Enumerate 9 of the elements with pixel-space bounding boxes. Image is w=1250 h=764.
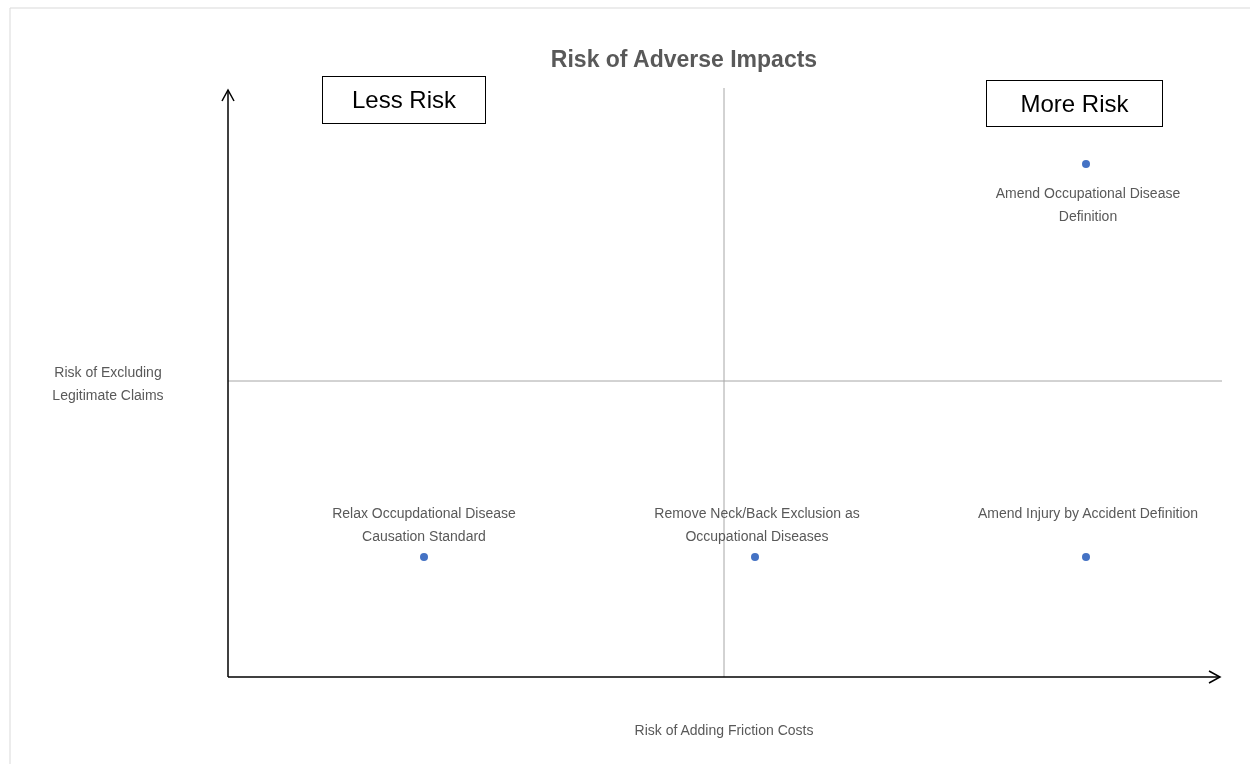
data-point-label: Remove Neck/Back Exclusion as Occupational Diseases xyxy=(653,504,861,546)
data-point-label: Relax Occupdational Disease Causation Standard xyxy=(331,504,517,546)
data-point-label: Amend Injury by Accident Definition xyxy=(976,504,1200,523)
quadrant-label-box: More Risk xyxy=(986,80,1163,127)
data-point-label: Amend Occupational Disease Definition xyxy=(994,184,1182,226)
axis-title: Risk of Adding Friction Costs xyxy=(633,721,815,740)
axis-title: Risk of Excluding Legitimate Claims xyxy=(51,363,165,405)
chart-title: Risk of Adverse Impacts xyxy=(549,45,819,74)
quadrant-label-box: Less Risk xyxy=(322,76,486,124)
